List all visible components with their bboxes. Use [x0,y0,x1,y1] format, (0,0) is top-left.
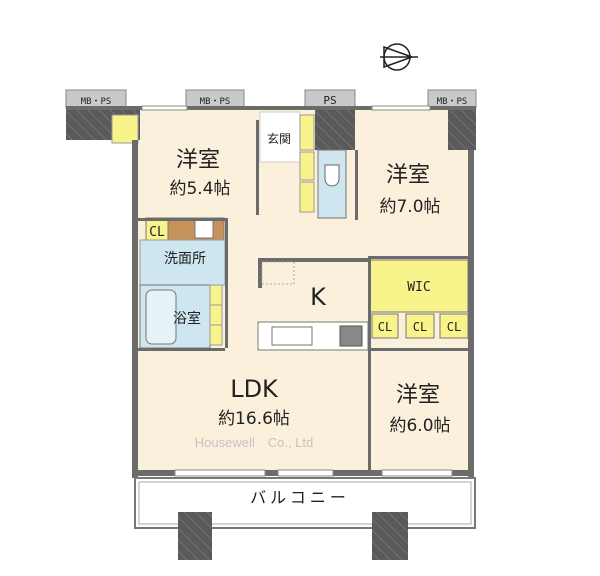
washroom [139,239,226,286]
room-name: 洋室 [386,163,430,188]
shaft-label: MB・PS [437,97,468,107]
linen-closet [209,304,223,326]
closet-label: CL [378,320,392,334]
room-name: 玄関 [267,131,291,146]
bathtub-icon [145,289,177,345]
closet-label: CL [413,320,427,334]
windows [141,105,453,477]
watermark: Housewell Co., Ltd [195,435,314,450]
room-name: K [310,283,327,311]
pillar [315,108,355,150]
storage-closet [111,114,139,144]
room-size: 約5.4帖 [169,179,230,199]
toilet-icon [324,164,340,187]
room-name: WIC [407,280,430,295]
fridge-space [261,261,295,285]
closet [439,313,469,339]
closet-label: CL [149,225,165,240]
north-arrow-icon [380,43,418,71]
kitchen-wall [258,258,262,288]
closet-label: CL [447,320,461,334]
closet [371,313,399,339]
sink-icon [194,219,214,239]
pillar [178,512,212,560]
kitchen-sink-icon [271,326,313,346]
shaft-label: MB・PS [81,97,112,107]
room-name: バルコニー [250,488,350,507]
room-size: 約16.6帖 [218,409,290,429]
room-name: 洋室 [396,383,440,408]
room-name: LDK [230,375,279,403]
linen-closet [209,284,223,306]
closet [405,313,435,339]
stove-icon [339,325,363,347]
interior-walls [135,120,471,472]
room-name: 洗面所 [164,251,206,267]
shoe-closet [299,181,315,213]
walk-in-closet [369,259,469,313]
room-size: 約6.0帖 [389,416,450,436]
shoe-closet [299,114,315,151]
balcony-rail [138,481,472,525]
shoe-closet [299,151,315,181]
room-name: 洋室 [176,148,220,173]
pillar [372,512,408,560]
kitchen-wall [258,258,368,262]
shaft-boxes: MB・PS MB・PS PS MB・PS [65,89,477,109]
linen-closet [209,324,223,346]
room-name: 浴室 [173,310,201,327]
room-size: 約7.0帖 [379,197,440,217]
shaft-label: MB・PS [200,97,231,107]
pillar [448,108,476,150]
shaft-label: PS [323,94,336,107]
